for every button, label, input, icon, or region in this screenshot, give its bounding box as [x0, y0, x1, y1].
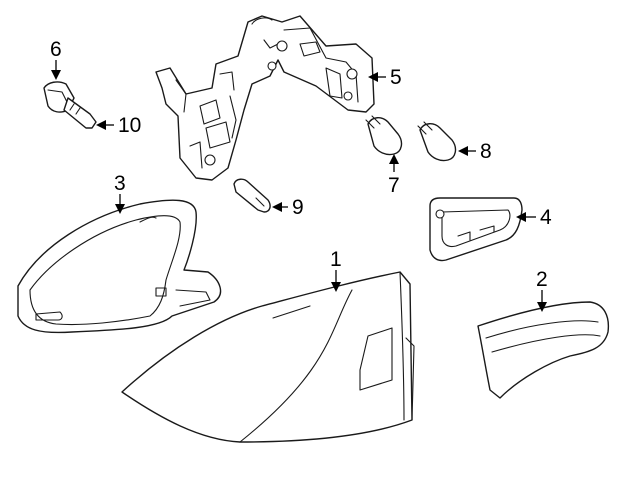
part-2-trim-strip: [477, 301, 610, 399]
part-1-mirror-housing: [121, 271, 415, 443]
callout-label-8: 8: [480, 140, 492, 163]
callout-7: 7: [388, 154, 400, 197]
callout-label-5: 5: [390, 66, 402, 89]
callout-label-4: 4: [540, 206, 552, 229]
callout-label-2: 2: [536, 268, 548, 291]
callout-arrow-3: [115, 204, 125, 214]
callout-2: 2: [536, 268, 548, 312]
part-4-gasket: [429, 197, 523, 262]
part-10-bolt-shank: [63, 97, 97, 129]
callout-arrow-6: [51, 70, 61, 80]
part-8-bulb: [417, 121, 457, 162]
callout-arrow-9: [272, 202, 282, 212]
part-5-bracket: [155, 15, 375, 181]
callout-1: 1: [330, 248, 342, 292]
part-7-bulb: [365, 115, 403, 156]
callout-arrow-8: [458, 146, 468, 156]
callout-label-3: 3: [114, 172, 126, 195]
callout-6: 6: [50, 38, 62, 80]
callout-3: 3: [114, 172, 126, 214]
callout-arrow-2: [537, 302, 547, 312]
callout-8: 8: [458, 140, 492, 163]
callout-arrow-1: [331, 282, 341, 292]
part-9-wedge-bulb: [233, 178, 271, 213]
callout-10: 10: [96, 114, 141, 137]
callout-5: 5: [368, 66, 402, 89]
callout-arrow-10: [96, 120, 106, 130]
callout-label-1: 1: [330, 248, 342, 271]
callout-label-9: 9: [292, 196, 304, 219]
callout-arrow-7: [389, 154, 399, 164]
part-3-mirror-shell: [17, 199, 222, 334]
callout-arrow-4: [516, 212, 526, 222]
callout-4: 4: [516, 206, 552, 229]
callout-label-10: 10: [118, 114, 141, 137]
callout-9: 9: [272, 196, 304, 219]
callout-arrow-5: [368, 72, 378, 82]
callout-label-6: 6: [50, 38, 62, 61]
callout-label-7: 7: [388, 174, 400, 197]
